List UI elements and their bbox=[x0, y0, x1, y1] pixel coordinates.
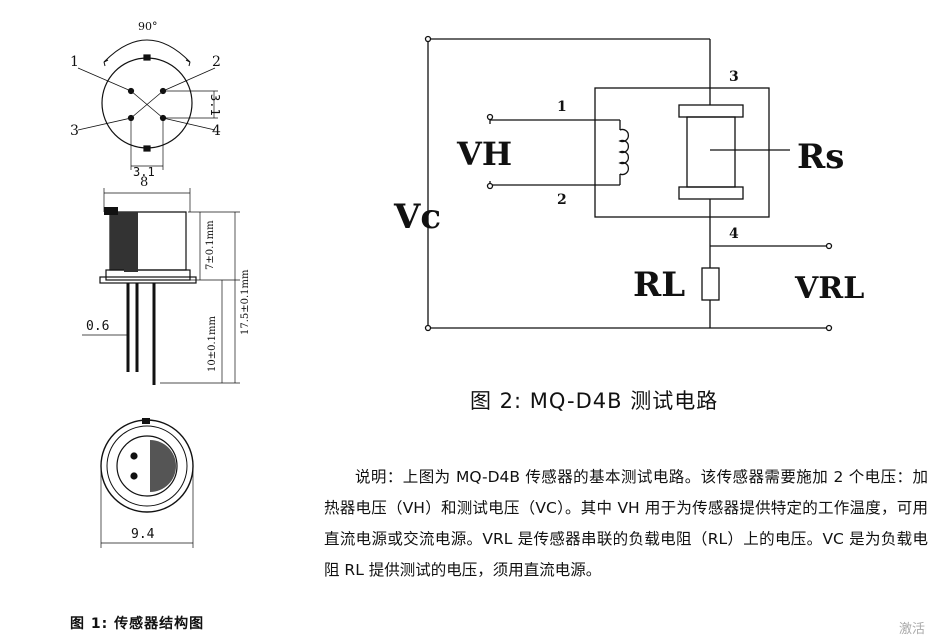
pin-label-2-circuit: 2 bbox=[557, 192, 567, 208]
description-text: 说明：上图为 MQ-D4B 传感器的基本测试电路。该传感器需要施加 2 个电压：… bbox=[324, 468, 928, 579]
pin-label-3: 3 bbox=[70, 123, 79, 139]
sensor-structure-drawing bbox=[77, 39, 240, 548]
sensor-box bbox=[594, 87, 770, 218]
dim-cap-height: 7±0.1mm bbox=[205, 220, 216, 270]
pin-label-1-circuit: 1 bbox=[557, 99, 567, 115]
dim-body-width: 8 bbox=[140, 175, 148, 190]
dim-base-dia: 9.4 bbox=[131, 527, 155, 542]
watermark: 激活 bbox=[898, 622, 925, 637]
dim-lead-dia: 0.6 bbox=[86, 319, 109, 334]
dim-pin-pitch-h: 3.1 bbox=[133, 165, 155, 179]
dim-total-height: 17.5±0.1mm bbox=[240, 269, 251, 335]
label-rl: RL bbox=[633, 265, 685, 305]
dim-lead-length: 10±0.1mm bbox=[207, 316, 218, 372]
figure1-caption: 图 1: 传感器结构图 bbox=[70, 616, 205, 632]
label-rs: Rs bbox=[797, 137, 844, 177]
description: 说明：上图为 MQ-D4B 传感器的基本测试电路。该传感器需要施加 2 个电压：… bbox=[324, 462, 928, 586]
heater-coil bbox=[618, 128, 630, 176]
pin-label-3-circuit: 3 bbox=[729, 69, 739, 85]
label-vrl: VRL bbox=[794, 271, 864, 306]
pin-label-2: 2 bbox=[212, 54, 221, 70]
label-vh: VH bbox=[456, 135, 512, 173]
label-vc: Vc bbox=[393, 197, 441, 237]
pin-label-1: 1 bbox=[70, 54, 79, 70]
angle-label: 90° bbox=[138, 20, 158, 33]
test-circuit bbox=[424, 35, 833, 332]
figure2-caption: 图 2: MQ-D4B 测试电路 bbox=[470, 389, 719, 413]
top-view-outline bbox=[101, 57, 193, 149]
dim-pin-pitch-v: 3.1 bbox=[208, 94, 222, 116]
pin-label-4-circuit: 4 bbox=[729, 226, 739, 242]
pin-label-4: 4 bbox=[212, 123, 221, 139]
load-resistor bbox=[701, 267, 720, 301]
